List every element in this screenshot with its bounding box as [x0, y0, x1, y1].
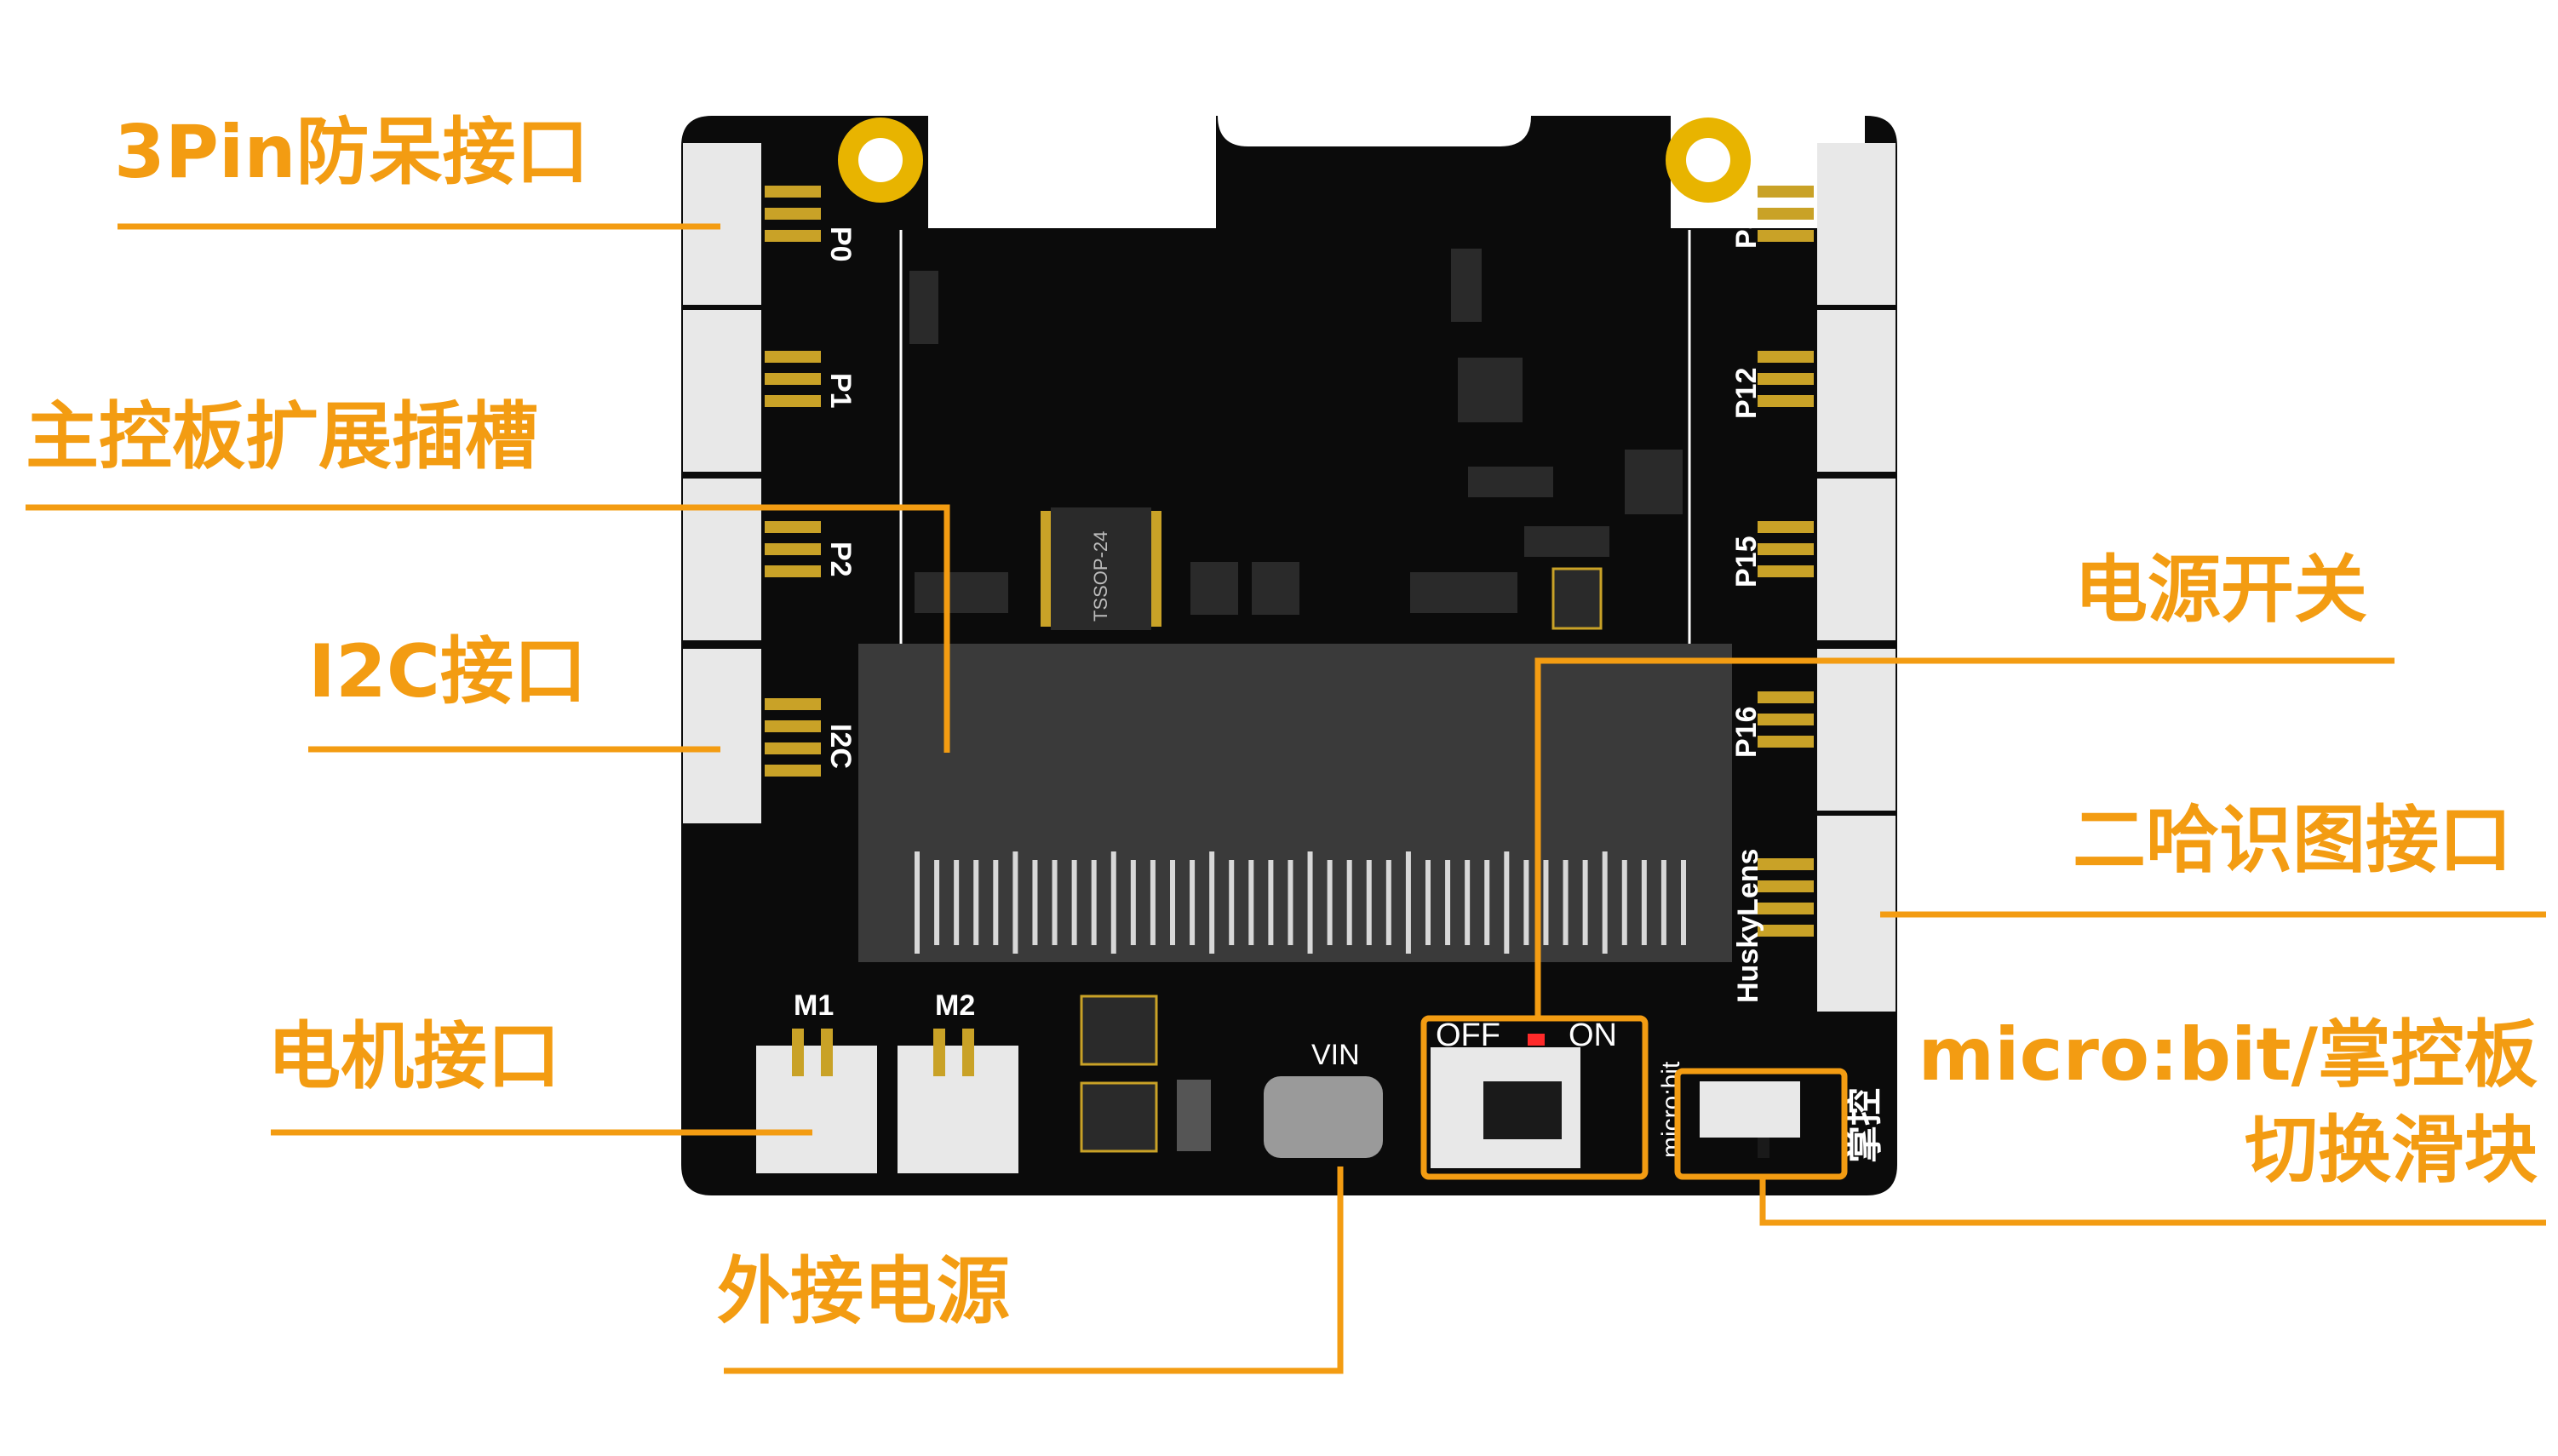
slot-pin	[1660, 860, 1666, 945]
vin-connector	[1264, 1076, 1383, 1158]
leader-lines	[26, 223, 2546, 1374]
silk-p15: P15	[1730, 536, 1763, 588]
motor-driver-chips	[1080, 995, 1211, 1153]
slot-pin	[1190, 860, 1196, 945]
slot-pin	[1327, 860, 1333, 945]
slot-pin	[1052, 860, 1058, 945]
motor-connectors	[756, 1029, 1018, 1173]
slot-pin	[1641, 860, 1647, 945]
silk-i2c: I2C	[824, 724, 857, 769]
board-notch	[928, 109, 1216, 228]
right-connectors	[1817, 143, 1896, 1012]
smd-components	[909, 249, 1683, 630]
slot-pin	[934, 860, 940, 945]
silk-vin: VIN	[1311, 1039, 1360, 1071]
slot-pin	[1071, 860, 1077, 945]
slot-pin	[954, 860, 960, 945]
slot-pin	[1288, 860, 1293, 945]
slot-pin	[1110, 851, 1116, 954]
slot-pin	[1385, 860, 1391, 945]
silk-m2: M2	[935, 989, 975, 1022]
left-connector-pins	[765, 186, 821, 777]
slot-pin	[1484, 860, 1490, 945]
callout-motor: 电机接口	[267, 1014, 560, 1099]
slot-pin	[1523, 860, 1529, 945]
right-connector-pins	[1758, 186, 1814, 937]
select-slider-body	[1700, 1081, 1800, 1138]
slot-pin	[993, 860, 999, 945]
callout-main-slot: 主控板扩展插槽	[26, 394, 538, 479]
slot-pin	[1012, 851, 1018, 954]
callout-switch-slider-line2: 切换滑块	[2245, 1108, 2538, 1193]
silk-off: OFF	[1436, 1017, 1500, 1053]
slot-pin	[1366, 860, 1372, 945]
slot-pin	[973, 860, 979, 945]
slot-pin	[1681, 860, 1686, 945]
slot-pin	[1504, 851, 1510, 954]
slot-pin	[1621, 860, 1627, 945]
slot-pin	[1248, 860, 1254, 945]
silk-on: ON	[1569, 1017, 1617, 1053]
slot-pins	[915, 851, 1686, 954]
silk-microbit: micro:bit	[1657, 1061, 1685, 1158]
power-switch-knob	[1483, 1081, 1562, 1139]
silk-p2: P2	[824, 542, 857, 577]
slot-pin	[1170, 860, 1175, 945]
callout-3pin: 3Pin防呆接口	[114, 110, 589, 195]
slot-pin	[1346, 860, 1352, 945]
silk-p16: P16	[1730, 707, 1763, 759]
callout-switch-slider-line1: micro:bit/掌控板	[1918, 1012, 2538, 1098]
slot-pin	[1307, 851, 1313, 954]
slot-pin	[1405, 851, 1411, 954]
slot-pin	[1209, 851, 1215, 954]
silk-p12: P12	[1730, 368, 1763, 420]
slot-pin	[915, 851, 920, 954]
slot-pin	[1445, 860, 1451, 945]
callout-i2c: I2C接口	[308, 629, 587, 714]
silk-p1: P1	[824, 373, 857, 409]
slot-pin	[1465, 860, 1471, 945]
silk-zhangkong: 掌控	[1843, 1088, 1886, 1163]
select-slider-knob	[1758, 1138, 1769, 1158]
power-switch-highlight	[1420, 1015, 1649, 1180]
callout-ext-power: 外接电源	[717, 1249, 1010, 1334]
main-slot	[858, 644, 1732, 962]
left-connectors	[683, 143, 761, 823]
silk-p0: P0	[824, 226, 857, 262]
silk-m1: M1	[794, 989, 834, 1022]
slot-pin	[1602, 851, 1608, 954]
slot-pin	[1032, 860, 1038, 945]
ic-label: TSSOP-24	[1090, 531, 1111, 622]
slot-pin	[1543, 860, 1549, 945]
slot-pin	[1150, 860, 1156, 945]
tssop-chip: TSSOP-24	[1041, 507, 1161, 630]
slot-pin	[1425, 860, 1431, 945]
slot-pin	[1582, 860, 1588, 945]
slot-pin	[1130, 860, 1136, 945]
silk-huskylens: HuskyLens	[1732, 849, 1764, 1003]
power-led	[1528, 1034, 1545, 1046]
silk-p8: P8	[1730, 213, 1763, 249]
callout-huskylens: 二哈识图接口	[2073, 798, 2512, 883]
slot-pin	[1563, 860, 1569, 945]
callout-power-switch: 电源开关	[2074, 547, 2367, 633]
slot-pin	[1229, 860, 1235, 945]
slot-pin	[1091, 860, 1097, 945]
slot-pin	[1268, 860, 1274, 945]
